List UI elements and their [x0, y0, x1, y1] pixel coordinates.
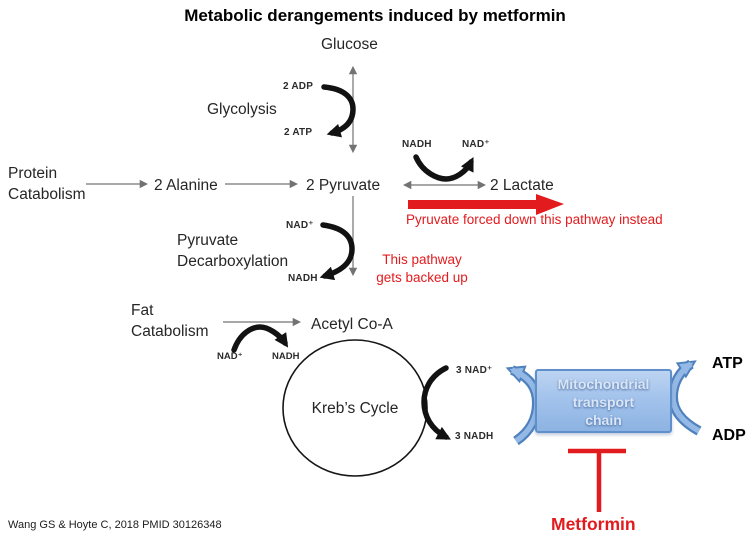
alanine-label: 2 Alanine [154, 177, 218, 194]
nad-decarb-label: NAD⁺ [286, 220, 314, 231]
nadh-lactate-label: NADH [402, 139, 432, 150]
atp2-label: 2 ATP [284, 127, 313, 138]
pyruvate-decarboxylation-label: Pyruvate Decarboxylation [177, 232, 289, 271]
acetyl-coa-label: Acetyl Co-A [311, 316, 393, 333]
lactate-label: 2 Lactate [490, 177, 554, 194]
adp-to-atp-arrow-inner [670, 361, 701, 434]
protein-catabolism-label: Protein Catabolism [8, 165, 86, 204]
metformin-inhibition-tbar [568, 448, 626, 512]
fat-catabolism-label: Fat Catabolism [131, 302, 209, 341]
nadh3-label: 3 NADH [455, 431, 494, 442]
metformin-label: Metformin [551, 514, 636, 534]
citation-text: Wang GS & Hoyte C, 2018 PMID 30126348 [8, 519, 222, 531]
nadh-fat-label: NADH [272, 351, 300, 362]
forced-pathway-caption: Pyruvate forced down this pathway instea… [406, 212, 663, 227]
krebs-nad-nadh-arrow [421, 365, 451, 440]
diagram-title: Metabolic derangements induced by metfor… [184, 6, 566, 25]
glycolysis-label: Glycolysis [207, 101, 277, 118]
pyruvate-label: 2 Pyruvate [306, 177, 381, 194]
forced-pathway-red-arrow [408, 194, 564, 215]
adp2-label: 2 ADP [283, 81, 314, 92]
glycolysis-adp-atp-arrow [321, 84, 356, 138]
krebs-cycle-label: Kreb’s Cycle [311, 400, 399, 417]
atp-label: ATP [712, 355, 743, 372]
cofactor-arrows [231, 84, 474, 440]
nad-lactate-label: NAD⁺ [462, 139, 490, 150]
nad3-label: 3 NAD⁺ [456, 365, 493, 376]
glucose-label: Glucose [321, 36, 378, 53]
adp-label: ADP [712, 427, 746, 444]
fat-nad-nadh-arrow [231, 324, 289, 353]
lactate-nadh-nad-arrow [413, 154, 474, 182]
thin-arrows [86, 65, 487, 327]
backed-up-caption: This pathway gets backed up [376, 252, 468, 286]
nad-fat-label: NAD⁺ [217, 351, 243, 362]
mitochondrial-transport-chain-box: Mitochondrial transport chain [535, 369, 672, 433]
decarboxylation-nad-nadh-arrow [319, 222, 355, 281]
nadh-decarb-label: NADH [288, 273, 318, 284]
